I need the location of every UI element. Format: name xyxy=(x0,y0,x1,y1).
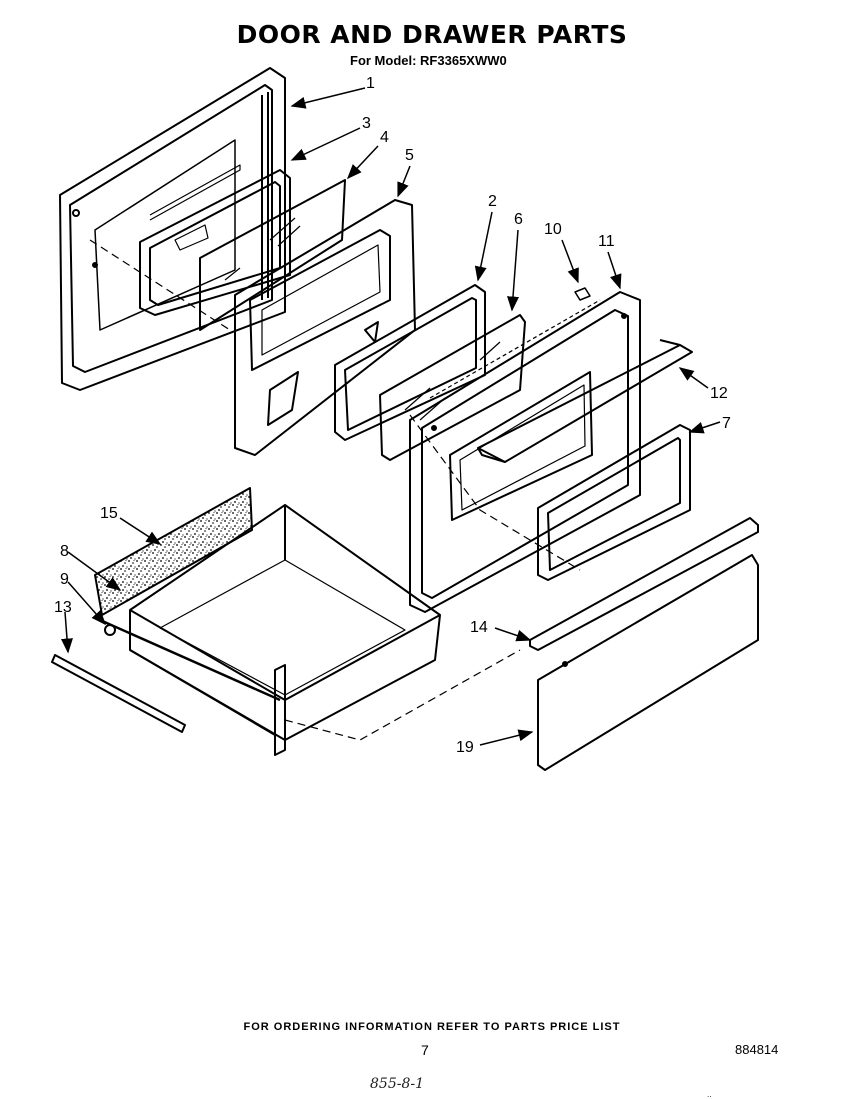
callout-5: 5 xyxy=(405,147,414,164)
part-door-clip xyxy=(574,287,591,301)
part-drawer-body xyxy=(129,504,441,756)
leader-line-19 xyxy=(479,729,534,746)
part-drawer-insulation xyxy=(94,487,253,616)
stray-mark: .. xyxy=(707,1090,712,1099)
callout-9: 9 xyxy=(60,571,69,588)
leader-line-7 xyxy=(688,421,721,434)
callout-15: 15 xyxy=(100,505,118,522)
leader-line-15 xyxy=(119,517,162,545)
part-drawer-trim xyxy=(529,517,759,651)
leader-line-3 xyxy=(290,127,361,161)
handwritten-note: 855-8-1 xyxy=(370,1076,424,1092)
callout-14: 14 xyxy=(470,619,488,636)
part-drawer-roller xyxy=(104,624,116,636)
leader-line-6 xyxy=(507,229,519,312)
callout-6: 6 xyxy=(514,211,523,228)
callout-13: 13 xyxy=(54,599,72,616)
leader-line-11 xyxy=(607,251,622,290)
callout-3: 3 xyxy=(362,115,371,132)
model-subtitle: For Model: RF3365XWW0 xyxy=(350,53,507,68)
leader-line-4 xyxy=(346,145,379,180)
part-outer-glass xyxy=(379,314,526,461)
callout-8: 8 xyxy=(60,543,69,560)
part-drawer-rail xyxy=(51,654,186,733)
leader-line-14 xyxy=(494,627,532,642)
callout-19: 19 xyxy=(456,739,474,756)
ordering-info-footer: FOR ORDERING INFORMATION REFER TO PARTS … xyxy=(243,1021,621,1033)
part-inner-glass xyxy=(199,179,346,331)
exploded-parts-diagram: 1 3 4 5 2 6 10 11 12 7 15 8 9 13 14 19 xyxy=(51,67,759,771)
leader-line-13 xyxy=(61,611,73,654)
page-number: 7 xyxy=(421,1042,429,1058)
callout-10: 10 xyxy=(544,221,562,238)
callout-12: 12 xyxy=(710,385,728,402)
callout-7: 7 xyxy=(722,415,731,432)
leader-line-10 xyxy=(561,239,579,284)
part-door-liner xyxy=(234,199,416,456)
leader-line-12 xyxy=(678,367,709,389)
part-drawer-slide xyxy=(99,618,281,702)
part-door-handle xyxy=(477,339,693,463)
callout-11: 11 xyxy=(598,233,615,250)
part-outer-door-panel xyxy=(59,67,286,391)
document-number: 884814 xyxy=(735,1042,779,1057)
leader-line-2 xyxy=(474,211,493,282)
leader-line-9 xyxy=(67,581,106,626)
leader-line-5 xyxy=(397,165,411,198)
callout-2: 2 xyxy=(488,193,497,210)
page-title: DOOR AND DRAWER PARTS xyxy=(236,20,628,49)
callout-4: 4 xyxy=(380,129,389,146)
part-window-gasket xyxy=(537,424,691,581)
part-inner-door xyxy=(409,291,641,613)
part-drawer-front-panel xyxy=(537,554,759,771)
part-window-frame xyxy=(334,284,486,441)
alignment-lines xyxy=(89,239,581,741)
callout-1: 1 xyxy=(366,75,375,92)
leader-line-8 xyxy=(67,551,122,591)
leader-line-1 xyxy=(290,87,366,109)
